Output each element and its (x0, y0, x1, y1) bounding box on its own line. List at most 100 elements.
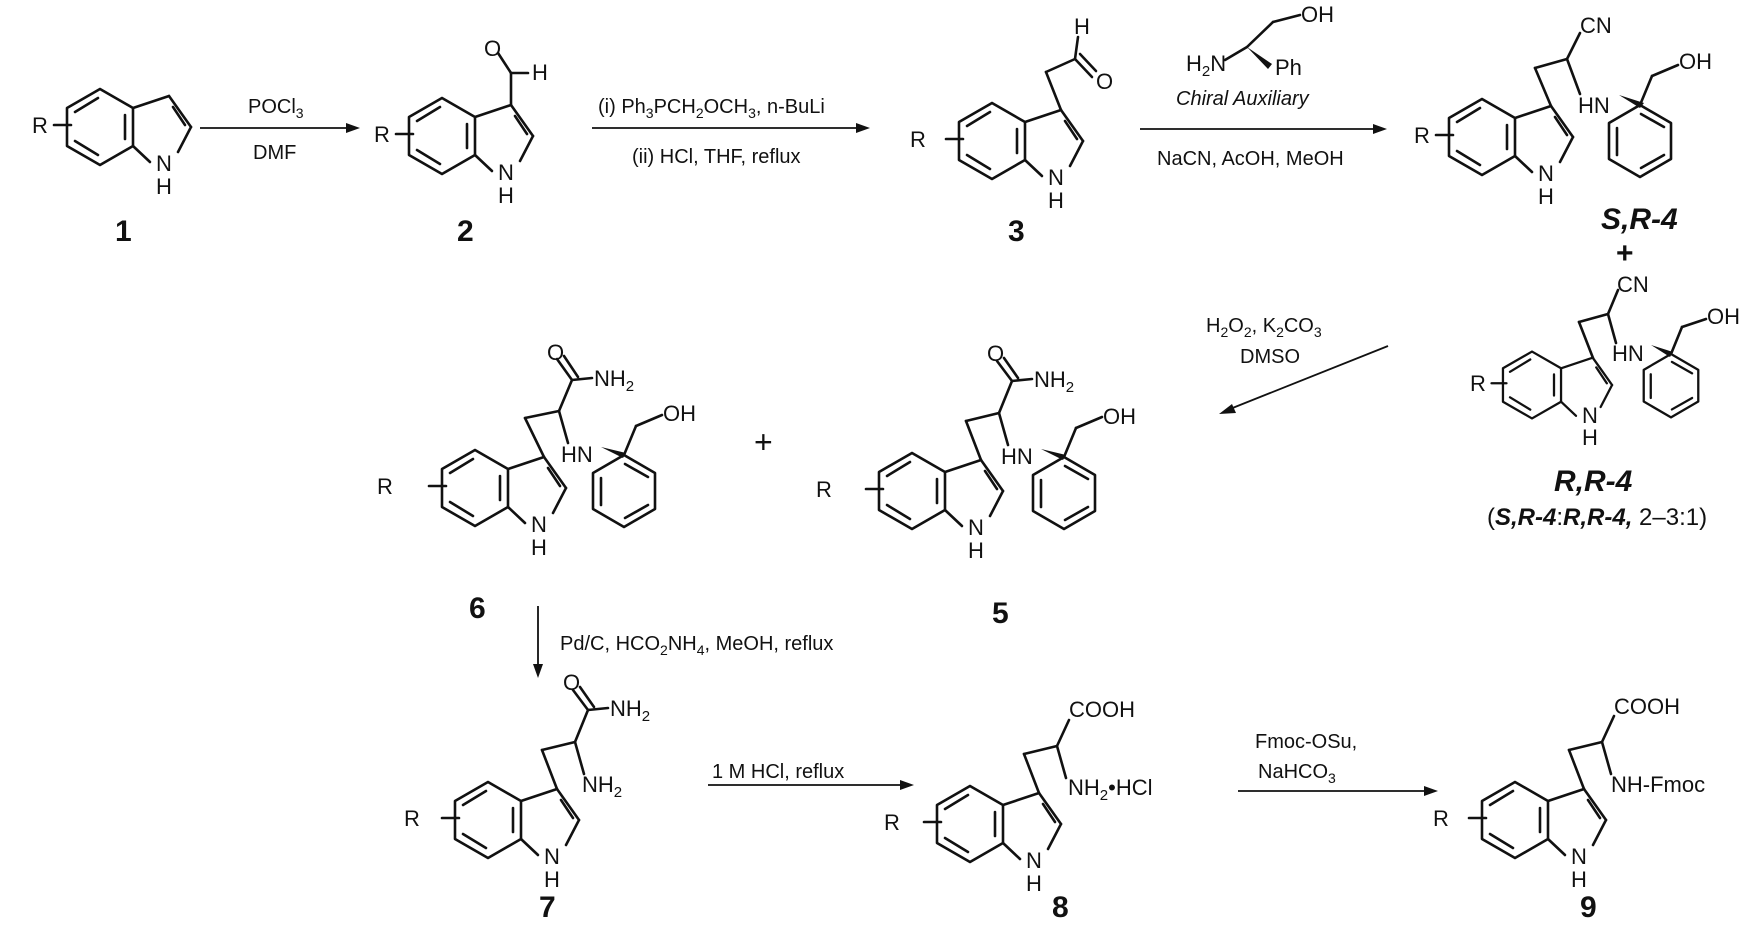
step1-solvent: DMF (253, 142, 296, 164)
primary-amine: NH2 (582, 772, 622, 801)
auxiliary-phenyl: Ph (1275, 55, 1302, 80)
arrow-step-3: OH H2N Ph Chiral Auxiliary NaCN, AcOH, M… (1140, 2, 1387, 170)
substituent-r: R (1433, 806, 1449, 831)
compound-label-5: 5 (992, 597, 1009, 630)
chiral-auxiliary-label: Chiral Auxiliary (1176, 88, 1310, 110)
indole-nitrogen: N (1026, 848, 1042, 873)
compound-6: R N H O NH2 HN OH (377, 340, 696, 560)
secondary-amine: HN (561, 442, 593, 467)
step3-conditions: NaCN, AcOH, MeOH (1157, 148, 1344, 170)
indole-nitrogen: N (156, 151, 172, 176)
indole-nitrogen: N (544, 844, 560, 869)
diastereomer-ratio: (S,R-4:R,R-4, 2–3:1) (1487, 504, 1707, 531)
indole-nh-hydrogen: H (1582, 425, 1598, 450)
substituent-r: R (910, 127, 926, 152)
substituent-r: R (32, 113, 48, 138)
arrow-step-1: POCl3 DMF (200, 96, 360, 164)
aldehyde-hydrogen: H (1074, 14, 1090, 39)
compound-1: R N H (32, 87, 193, 199)
carboxylic-acid: COOH (1614, 694, 1680, 719)
compound-2: R N H O H (374, 36, 548, 208)
compound-8: R N H COOH NH2•HCl (884, 697, 1153, 896)
step4-reagents: H2O2, K2CO3 (1206, 315, 1322, 340)
hydroxyl-group: OH (1103, 404, 1136, 429)
indole-nh-hydrogen: H (156, 174, 172, 199)
fmoc-protected-amine: NH-Fmoc (1611, 772, 1705, 797)
step6-conditions: 1 M HCl, reflux (712, 761, 844, 783)
amine-hydrochloride: NH2•HCl (1068, 775, 1153, 804)
plus-sign-6-5: + (754, 424, 773, 460)
nitrile-group: CN (1580, 13, 1612, 38)
substituent-r: R (816, 477, 832, 502)
compound-9: R N H COOH NH-Fmoc (1433, 694, 1705, 892)
substituent-r: R (374, 122, 390, 147)
hydroxyl-group: OH (1707, 304, 1740, 329)
substituent-r: R (377, 474, 393, 499)
step2-reagents: (i) Ph3PCH2OCH3, n-BuLi (598, 96, 825, 121)
indole-nh-hydrogen: H (544, 867, 560, 892)
step1-reagent: POCl3 (248, 96, 304, 121)
step5-conditions: Pd/C, HCO2NH4, MeOH, reflux (560, 633, 833, 658)
chiral-auxiliary-structure: OH H2N Ph (1186, 2, 1334, 80)
compound-s-r-4: R N H CN HN OH (1414, 13, 1712, 209)
compound-3: R N H O H (910, 14, 1113, 213)
arrow-step-2: (i) Ph3PCH2OCH3, n-BuLi (ii) HCl, THF, r… (592, 96, 870, 168)
substituent-r: R (1470, 371, 1486, 396)
indole-nitrogen: N (1571, 844, 1587, 869)
indole-nitrogen: N (968, 515, 984, 540)
compound-label-s-r-4: S,R-4 (1601, 203, 1678, 236)
arrow-step-7: Fmoc-OSu, NaHCO3 (1238, 731, 1438, 796)
indole-nh-hydrogen: H (498, 183, 514, 208)
substituent-r: R (1414, 123, 1430, 148)
indole-nh-hydrogen: H (1026, 871, 1042, 896)
nitrile-group: CN (1617, 272, 1649, 297)
amide-oxygen: O (547, 340, 564, 365)
step2-conditions: (ii) HCl, THF, reflux (632, 146, 801, 168)
aldehyde-oxygen: O (484, 36, 501, 61)
amide-oxygen: O (563, 670, 580, 695)
compound-label-9: 9 (1580, 891, 1597, 924)
arrow-step-5: Pd/C, HCO2NH4, MeOH, reflux (533, 606, 833, 678)
plus-sign-4: + (1616, 237, 1634, 270)
auxiliary-amine: H2N (1186, 51, 1226, 80)
amide-nh2: NH2 (594, 366, 634, 395)
amide-nh2: NH2 (610, 696, 650, 725)
step7-reagent: Fmoc-OSu, (1255, 731, 1357, 753)
step4-solvent: DMSO (1240, 346, 1300, 368)
indole-nitrogen: N (1582, 403, 1598, 428)
compound-label-6: 6 (469, 592, 486, 625)
secondary-amine: HN (1578, 93, 1610, 118)
compound-5: R N H O NH2 HN OH (816, 341, 1136, 563)
indole-nitrogen: N (498, 160, 514, 185)
compound-r-r-4: R N H CN HN OH (1470, 272, 1740, 450)
indole-nh-hydrogen: H (531, 535, 547, 560)
aldehyde-hydrogen: H (532, 60, 548, 85)
indole-nitrogen: N (1538, 161, 1554, 186)
indole-nh-hydrogen: H (968, 538, 984, 563)
indole-nh-hydrogen: H (1048, 188, 1064, 213)
indole-nh-hydrogen: H (1538, 184, 1554, 209)
indole-nh-hydrogen: H (1571, 867, 1587, 892)
hydroxyl-group: OH (1679, 49, 1712, 74)
compound-label-7: 7 (539, 891, 556, 924)
arrow-step-6: 1 M HCl, reflux (708, 761, 914, 790)
compound-label-1: 1 (115, 215, 132, 248)
amide-nh2: NH2 (1034, 367, 1074, 396)
hydroxyl-group: OH (663, 401, 696, 426)
indole-nitrogen: N (1048, 165, 1064, 190)
aldehyde-oxygen: O (1096, 69, 1113, 94)
compound-label-r-r-4: R,R-4 (1554, 465, 1633, 498)
compound-label-2: 2 (457, 215, 474, 248)
compound-7: R N H O NH2 NH2 (404, 670, 650, 892)
step7-base: NaHCO3 (1258, 761, 1336, 786)
carboxylic-acid: COOH (1069, 697, 1135, 722)
indole-nitrogen: N (531, 512, 547, 537)
amide-oxygen: O (987, 341, 1004, 366)
secondary-amine: HN (1612, 341, 1644, 366)
arrow-step-4: H2O2, K2CO3 DMSO (1206, 315, 1389, 414)
compound-label-8: 8 (1052, 891, 1069, 924)
substituent-r: R (884, 810, 900, 835)
substituent-r: R (404, 806, 420, 831)
compound-label-3: 3 (1008, 215, 1025, 248)
